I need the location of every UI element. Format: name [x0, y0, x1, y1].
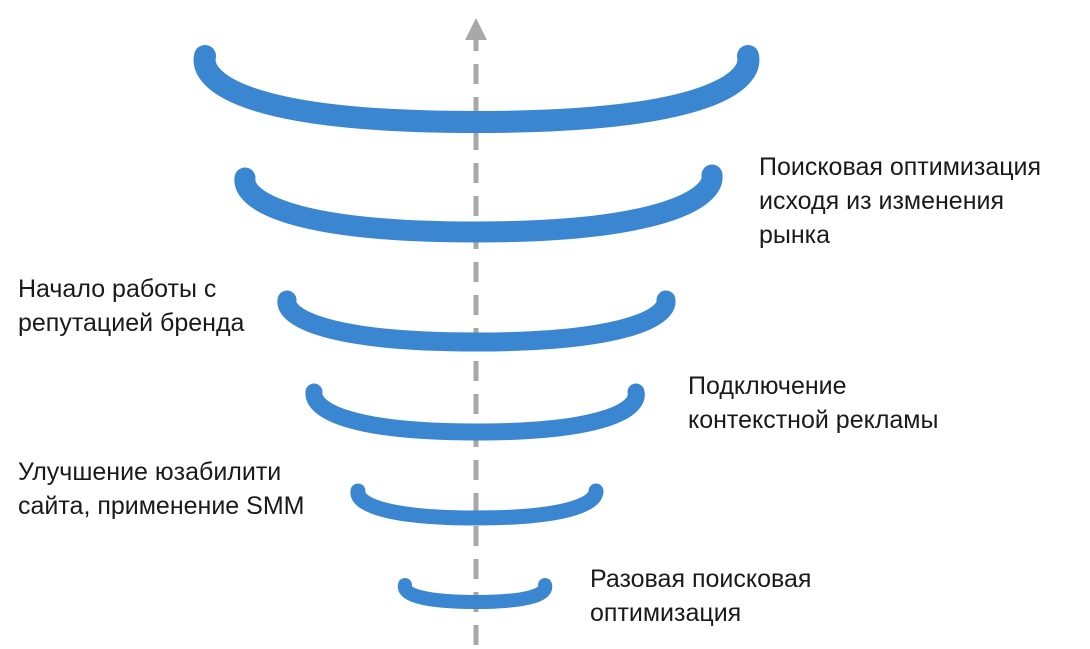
label-market-seo-line-3: рынка	[759, 221, 831, 249]
label-market-seo-line-2: исходя из изменения	[759, 187, 1005, 215]
label-context-ads-line-1: Подключение	[688, 372, 847, 400]
label-usability-smm-line-2: сайта, применение SMM	[18, 492, 305, 520]
label-market-seo-line-1: Поисковая оптимизация	[759, 153, 1042, 181]
label-one-time-seo-line-1: Разовая поисковая	[590, 565, 812, 593]
arc-level-3	[305, 383, 645, 441]
label-market-seo: Поисковая оптимизация исходя из изменени…	[759, 150, 1041, 252]
label-usability-smm: Улучшение юзабилити сайта, применение SM…	[18, 455, 305, 523]
label-brand-reputation-line-1: Начало работы с	[18, 275, 217, 303]
arc-level-6	[193, 45, 760, 134]
arc-level-4	[277, 290, 676, 352]
label-context-ads-line-2: контекстной рекламы	[688, 406, 939, 434]
arc-level-5	[234, 164, 723, 243]
label-usability-smm-line-1: Улучшение юзабилити	[18, 458, 282, 486]
label-brand-reputation-line-2: репутацией бренда	[18, 309, 245, 337]
label-brand-reputation: Начало работы с репутацией бренда	[18, 272, 244, 340]
label-one-time-seo-line-2: оптимизация	[590, 599, 742, 627]
arc-level-2	[350, 483, 604, 526]
label-context-ads: Подключение контекстной рекламы	[688, 369, 938, 437]
arc-level-1	[397, 578, 553, 610]
funnel-arcs	[193, 45, 760, 610]
label-one-time-seo: Разовая поисковая оптимизация	[590, 562, 811, 630]
axis-arrow-head	[465, 18, 487, 40]
